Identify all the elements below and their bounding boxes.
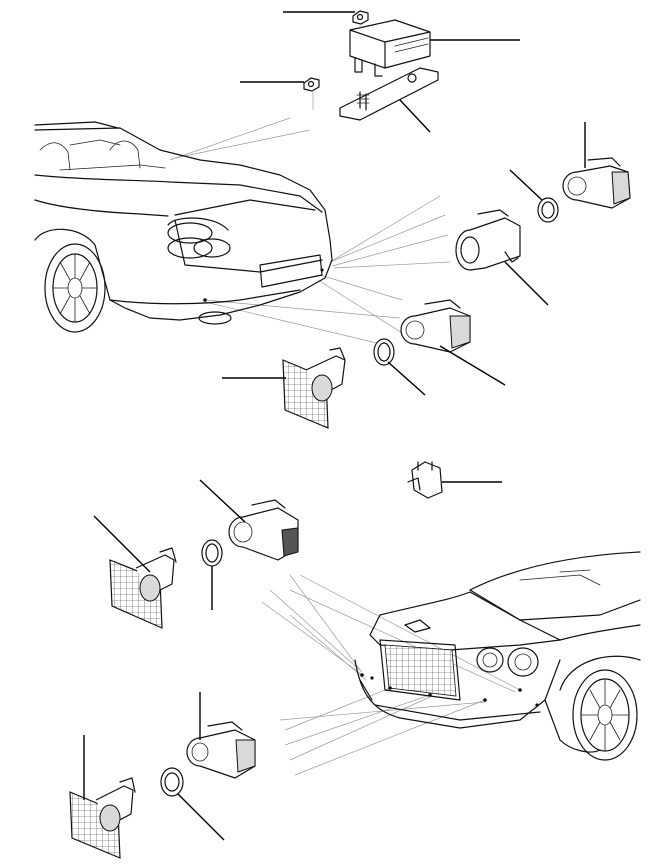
- rear-car-view: [34, 117, 451, 346]
- module-nut-top: [352, 10, 369, 30]
- rear-inner-sensor: [400, 299, 471, 353]
- rear-control-module: [349, 19, 431, 77]
- front-upper-mesh-bracket: [109, 547, 177, 629]
- front-upper-sensor: [228, 499, 299, 561]
- rear-inner-sensor-seal: [373, 338, 395, 366]
- module-nut-left: [303, 77, 320, 110]
- front-upper-sensor-seal: [201, 539, 223, 567]
- module-mounting-bracket: [339, 67, 439, 121]
- front-car-view: [261, 551, 641, 776]
- leader-lines: [83, 11, 586, 841]
- rear-mesh-bracket: [282, 347, 346, 429]
- front-lower-sensor: [186, 721, 256, 779]
- rear-outer-sensor-seal: [537, 197, 559, 223]
- rear-sensor-holder: [455, 209, 521, 271]
- rear-outer-sensor: [562, 157, 631, 209]
- front-retaining-clip: [407, 461, 443, 499]
- front-lower-sensor-seal: [160, 767, 184, 797]
- front-lower-mesh-bracket: [69, 777, 136, 859]
- rear-projection-rays: [169, 117, 451, 346]
